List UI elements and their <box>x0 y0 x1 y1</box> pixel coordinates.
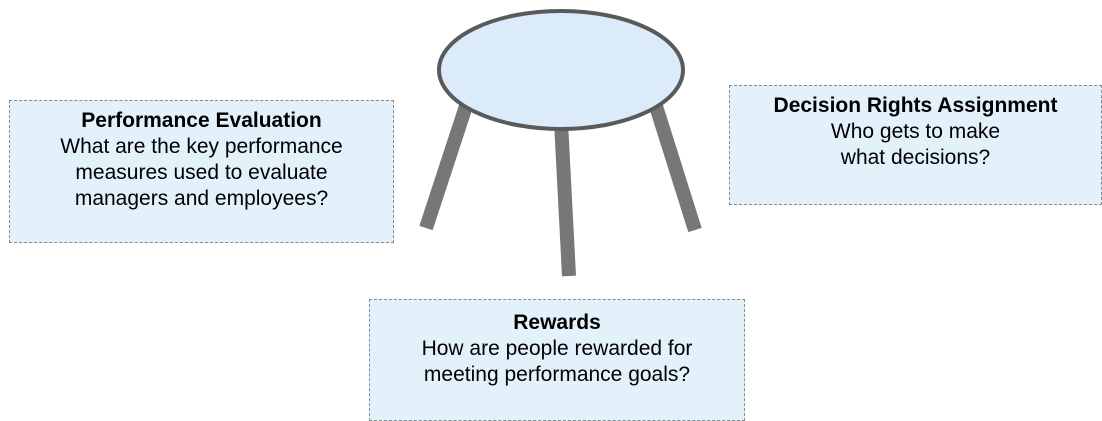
rewards-box: Rewards How are people rewarded for meet… <box>369 299 745 421</box>
performance-evaluation-line: What are the key performance <box>60 135 343 158</box>
rewards-title: Rewards <box>513 311 601 334</box>
decision-rights-line: what decisions? <box>840 146 991 169</box>
decision-rights-title: Decision Rights Assignment <box>773 94 1058 117</box>
performance-evaluation-line: managers and employees? <box>74 187 329 210</box>
stool-leg-center <box>554 121 576 277</box>
decision-rights-line: Who gets to make <box>830 120 1001 143</box>
performance-evaluation-box: Performance Evaluation What are the key … <box>9 100 394 243</box>
rewards-line: How are people rewarded for <box>421 337 693 360</box>
stool-leg-left <box>419 100 474 231</box>
stool-leg-right <box>648 100 702 233</box>
decision-rights-box: Decision Rights Assignment Who gets to m… <box>729 85 1102 205</box>
stool-seat <box>437 9 685 131</box>
performance-evaluation-line: measures used to evaluate <box>75 161 328 184</box>
rewards-line: meeting performance goals? <box>423 363 691 386</box>
performance-evaluation-title: Performance Evaluation <box>81 109 322 132</box>
